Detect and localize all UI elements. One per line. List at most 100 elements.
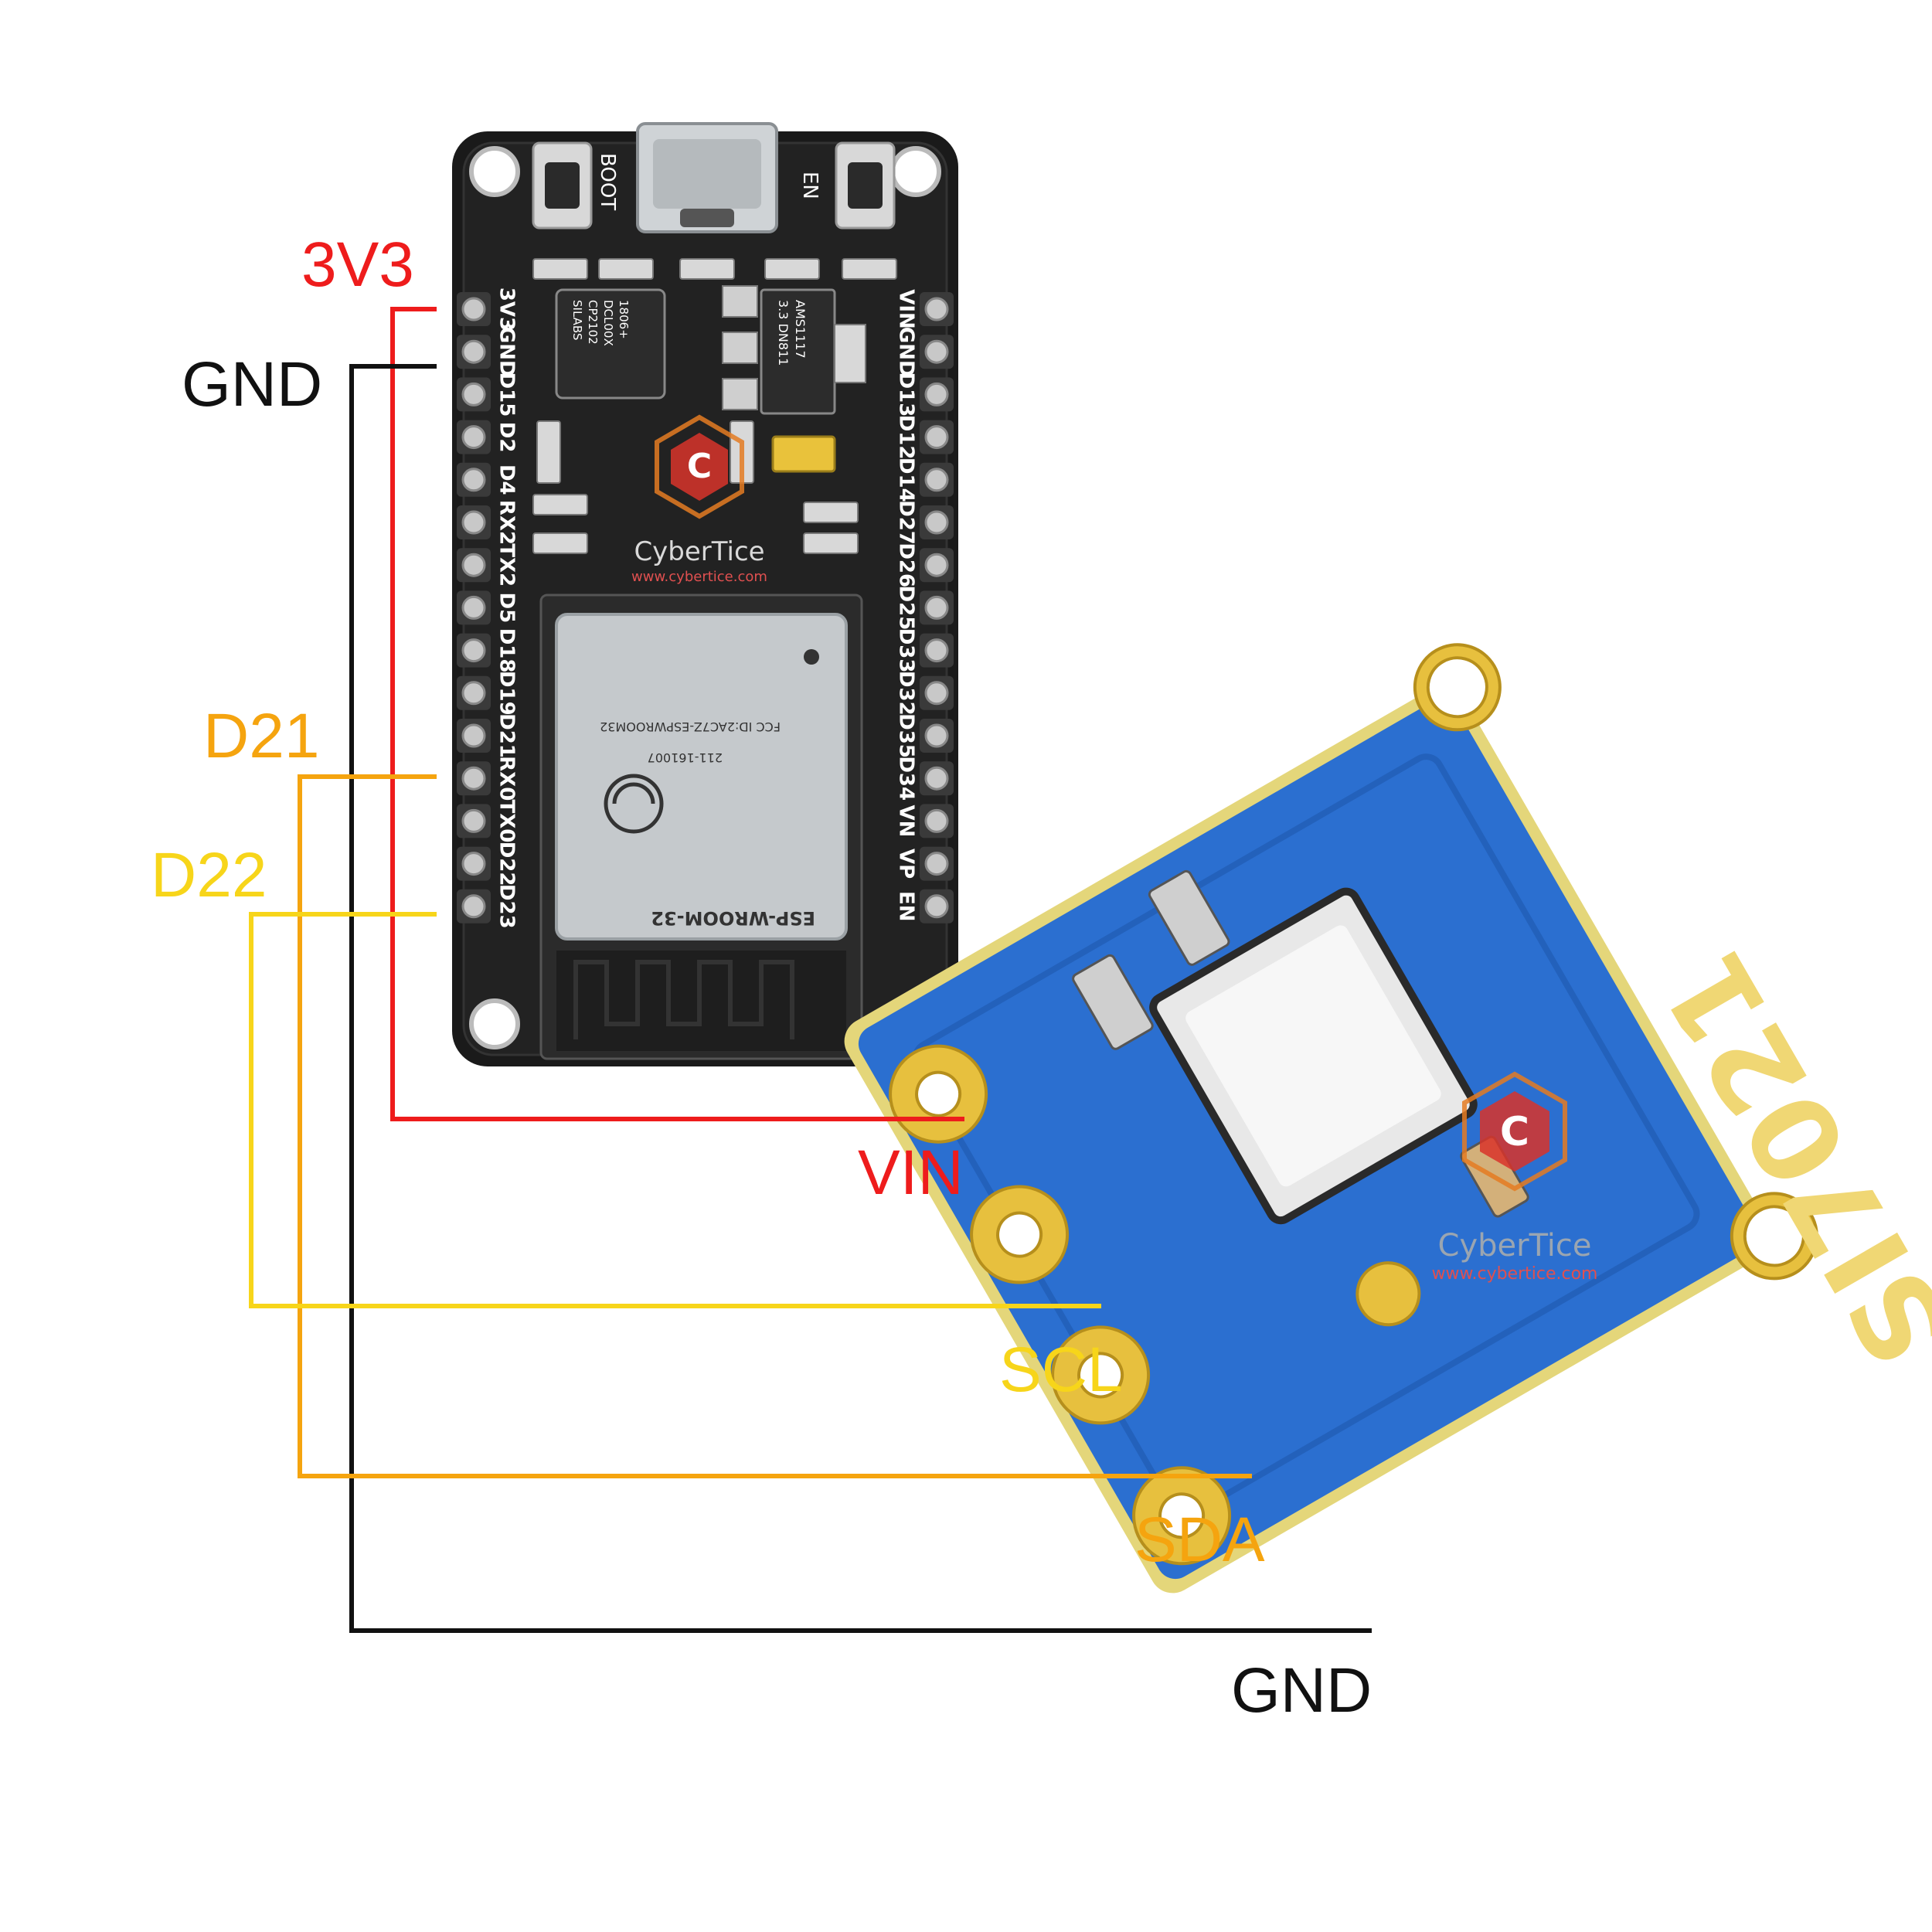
label-gnd-top: GND [182,349,322,420]
en-button-label: EN [798,172,821,199]
svg-text:C: C [1500,1109,1529,1155]
right-pin-header [920,292,954,923]
pin-label-d27: D27 [895,500,918,545]
header-pin-hole [924,595,949,620]
pin-label-vp: VP [895,849,918,879]
sensor-chip [1149,887,1478,1225]
wire-d22-scl [249,912,1101,1308]
esp-wroom-32-module: ESP-WROOM-32 FCC ID:2AC7Z-ESPWROOM32 211… [539,594,863,1060]
label-vin: VIN [858,1138,964,1208]
header-pin-hole [924,339,949,364]
watermark-brand: CyberTice [634,536,764,567]
svg-text:3.3 DN811: 3.3 DN811 [776,300,791,366]
label-scl: SCL [999,1335,1123,1405]
right-pin-labels: VINGNDD13D12D14D27D26D25D33D32D35D34VNVP… [895,289,918,921]
mount-hole [469,998,520,1049]
boot-label: BOOT [596,153,619,210]
svg-text:SILABS: SILABS [570,300,584,340]
si7021-board: SI7021 [844,643,1932,1594]
pin-label-vn: VN [895,804,918,837]
pin-label-d5: D5 [495,593,519,624]
header-pin-hole [461,510,486,535]
pin-label-d18: D18 [495,628,519,673]
pin-label-d25: D25 [895,586,918,631]
pin-label-d15: D15 [495,372,519,417]
wires [249,307,1372,1633]
label-gnd-bottom: GND [1231,1655,1372,1726]
pin-label-3v3: 3V3 [495,287,519,331]
tantalum-capacitor [771,435,836,473]
header-pin-hole [924,425,949,450]
pin-label-d19: D19 [495,671,519,716]
header-pin-hole [924,766,949,791]
header-pin-hole [461,297,486,321]
pin-label-d34: D34 [895,756,918,801]
boot-button [532,141,593,230]
svg-text:CP2102: CP2102 [586,300,600,345]
header-pin-hole [461,638,486,663]
pin-label-d33: D33 [895,628,918,673]
header-pin-hole [461,808,486,833]
sensor-watermark-brand: CyberTice [1438,1228,1592,1264]
voltage-regulator: AMS1117 3.3 DN811 [722,285,866,415]
header-pin-hole [461,852,486,876]
mount-hole [890,146,941,197]
pin-label-d35: D35 [895,713,918,758]
pin-label-tx0: TX0 [495,799,519,842]
en-button [835,141,896,230]
header-pin-hole [461,595,486,620]
header-pin-hole [924,808,949,833]
header-pin-hole [461,723,486,748]
header-pin-hole [924,723,949,748]
pin-label-d12: D12 [895,415,918,460]
pin-label-d21: D21 [495,713,519,758]
label-d21: D21 [203,701,319,771]
wire-3v3-vin [390,307,964,1121]
label-d22: D22 [151,840,267,910]
header-pin-hole [924,382,949,406]
svg-text:DCL00X: DCL00X [601,300,615,346]
watermark-url: www.cybertice.com [631,569,767,585]
header-pin-hole [461,468,486,492]
pin-label-d22: D22 [495,842,519,886]
pin-label-rx0: RX0 [495,756,519,801]
label-sda: SDA [1134,1505,1265,1575]
sensor-watermark: C CyberTice www.cybertice.com [1432,1071,1598,1284]
pin-label-rx2: RX2 [495,500,519,545]
svg-text:ESP-WROOM-32: ESP-WROOM-32 [651,907,815,929]
pin-label-d23: D23 [495,884,519,929]
header-pin-hole [461,425,486,450]
pin-label-en: EN [895,891,918,922]
left-pin-header [457,292,491,923]
svg-text:AMS1117: AMS1117 [793,300,808,359]
label-3v3: 3V3 [301,230,414,300]
pin-label-d2: D2 [495,422,519,453]
pin-label-gnd: GND [495,327,519,377]
header-pin-hole [924,638,949,663]
svg-text:C: C [687,447,712,486]
pin-label-d14: D14 [895,457,918,502]
pin-label-d13: D13 [895,372,918,417]
header-pin-hole [924,468,949,492]
header-pin-hole [924,553,949,577]
pin-label-vin: VIN [895,289,918,329]
header-pin-hole [461,382,486,406]
pin-label-tx2: TX2 [495,543,519,587]
svg-text:1806+: 1806+ [617,300,631,339]
mount-hole [469,146,520,197]
wire-d21-sda [298,774,1252,1478]
pin-label-d26: D26 [895,543,918,587]
header-pin-hole [461,766,486,791]
header-pin-hole [924,894,949,919]
wire-gnd [349,364,1372,1633]
sensor-watermark-url: www.cybertice.com [1432,1264,1598,1284]
pin-label-d4: D4 [495,464,519,495]
header-pin-hole [924,297,949,321]
usb-port [636,122,778,233]
svg-text:FCC ID:2AC7Z-ESPWROOM32: FCC ID:2AC7Z-ESPWROOM32 [600,719,781,734]
header-pin-hole [461,553,486,577]
svg-text:211-161007: 211-161007 [648,750,723,765]
header-pin-hole [924,852,949,876]
pin-label-gnd: GND [895,327,918,377]
